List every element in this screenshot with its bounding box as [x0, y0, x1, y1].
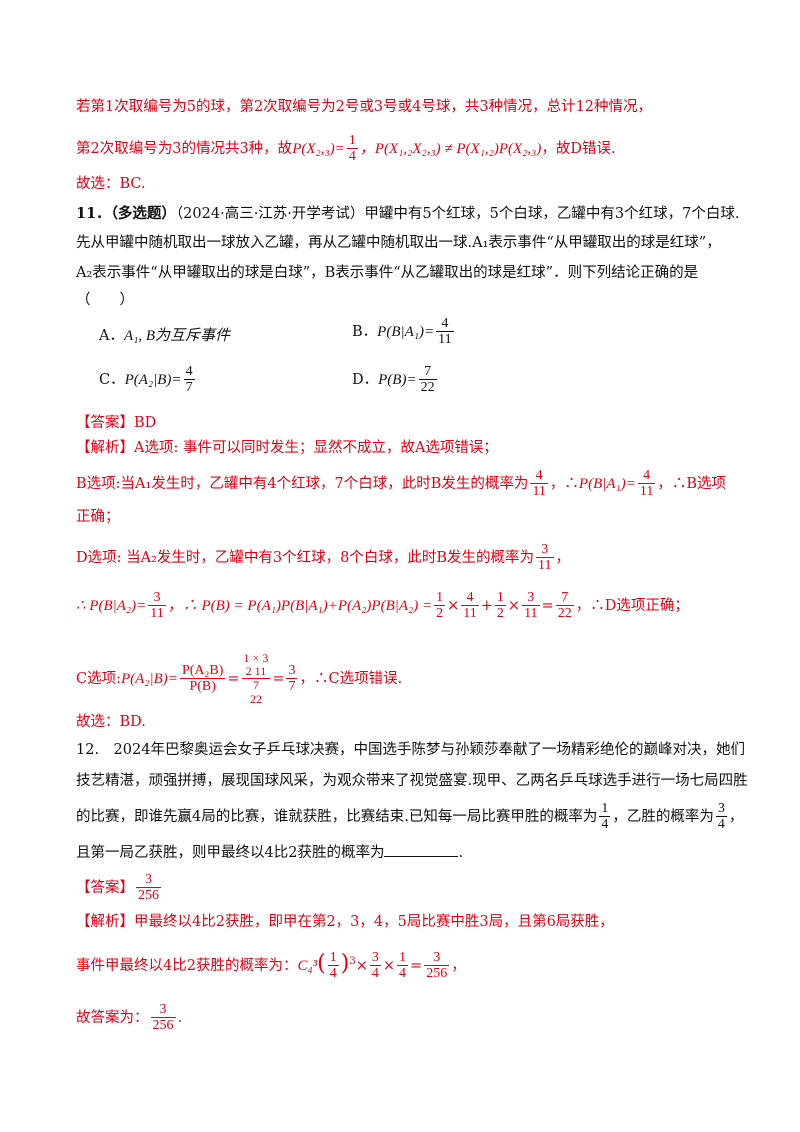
question-12-stem: 且第一局乙获胜，则甲最终以4比2获胜的概率为. — [76, 842, 740, 864]
choice-summary: 故选：BC. — [76, 176, 146, 192]
text: 第2次取编号为3的情况共3种，故 — [76, 140, 293, 157]
analysis-label: 【解析】 — [76, 914, 134, 930]
answer-line: 【答案】BD — [76, 412, 740, 434]
text: 甲罐中有5个红球，5个白球，乙罐中有3个红球，7个白球. — [364, 206, 740, 222]
question-12-stem: 12. 2024年巴黎奥运会女子乒乓球决赛，中国选手陈梦与孙颖莎奉献了一场精彩绝… — [76, 742, 745, 758]
option-a: A．A₁, B为互斥事件 — [99, 328, 231, 344]
analysis-b: 正确； — [76, 509, 120, 525]
answer-value: BD — [134, 415, 157, 431]
formula: ，P(X₁,₂X₂,₃) ≠ P(X₁,₂)P(X₂,₃) — [359, 140, 542, 157]
analysis-12: 【解析】甲最终以4比2获胜，即甲在第2，3，4，5局比赛中胜3局，且第6局获胜， — [76, 914, 614, 930]
question-type-tag: （多选题） — [110, 205, 176, 222]
question-source: （2024·高三·江苏·开学考试） — [175, 206, 365, 222]
analysis-label: 【解析】 — [76, 440, 134, 456]
question-12-stem: 技艺精湛，顽强拼搏，展现国球风采，为观众带来了视觉盛宴.现甲、乙两名乒乓球选手进… — [76, 773, 748, 789]
question-number: 11． — [76, 205, 111, 222]
question-11-stem: A₂表示事件“从甲罐取出的球是白球”，B表示事件“从乙罐取出的球是红球”．则下列… — [76, 265, 699, 281]
answer-label: 【答案】 — [76, 879, 134, 896]
solution-text: 若第1次取编号为5的球，第2次取编号为2号或3号或4号球，共3种情况，总计12种… — [76, 99, 653, 115]
formula: P(X₂,₃)= — [292, 140, 345, 157]
question-11-stem: 先从甲罐中随机取出一球放入乙罐，再从乙罐中随机取出一球.A₁表示事件“从甲罐取出… — [76, 235, 721, 251]
question-11-stem: 11．（多选题）（2024·高三·江苏·开学考试）甲罐中有5个红球，5个白球，乙… — [76, 203, 740, 225]
answer-blank — [384, 842, 459, 857]
analysis-a: 【解析】A选项: 事件可以同时发生；显然不成立，故A选项错误； — [76, 440, 498, 456]
choice-summary: 故选：BD. — [76, 714, 146, 730]
question-11-stem: （ ） — [76, 292, 134, 308]
text: ，故D错误. — [541, 140, 616, 157]
answer-label: 【答案】 — [76, 415, 134, 431]
